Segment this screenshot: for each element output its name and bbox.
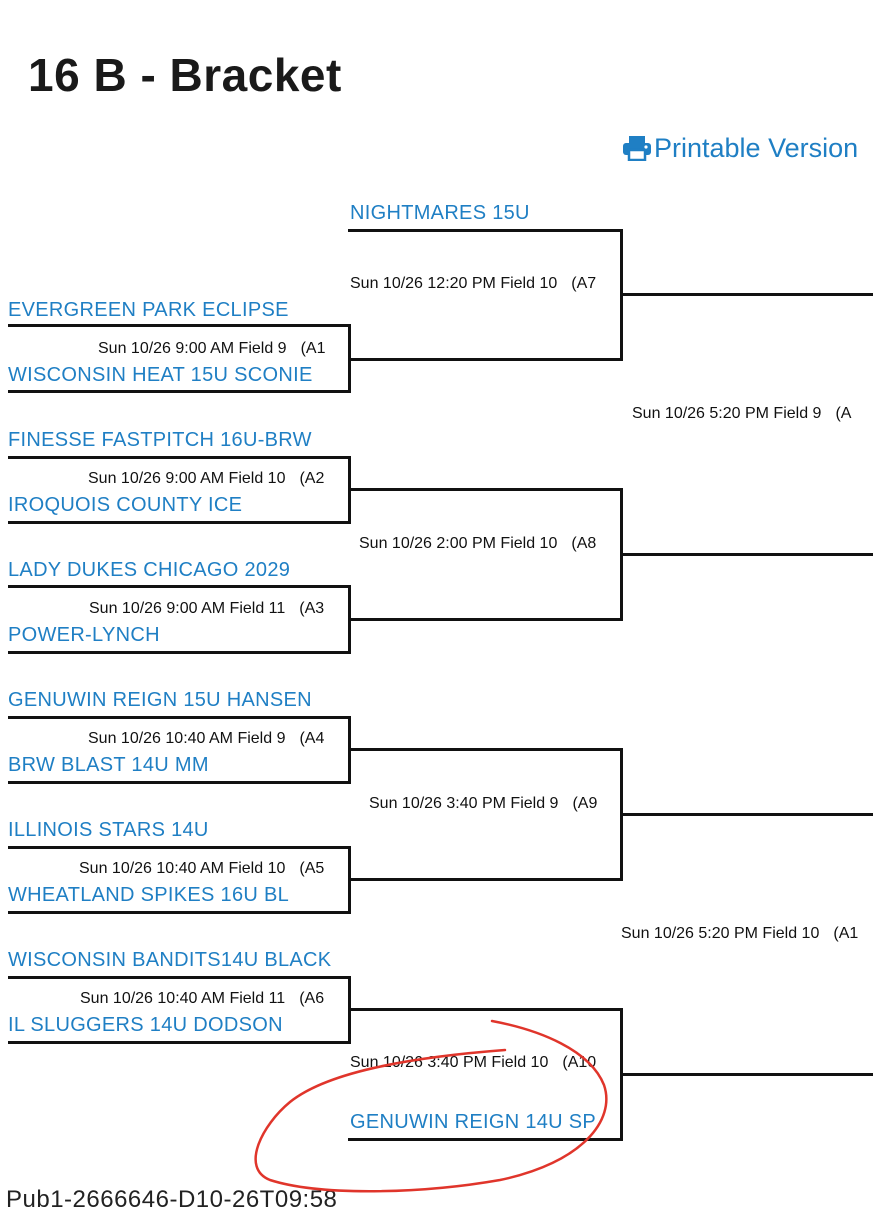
team-name[interactable]: ILLINOIS STARS 14U	[8, 819, 209, 841]
game-code: (A	[835, 405, 852, 422]
bracket-line	[8, 521, 351, 524]
game-info-a8: Sun 10/26 2:00 PM Field 10 (A8	[359, 534, 596, 554]
bracket-line	[348, 1008, 623, 1011]
bracket-line	[620, 1073, 873, 1076]
game-info-a2: Sun 10/26 9:00 AM Field 10 (A2	[88, 469, 324, 489]
bracket-line	[620, 553, 873, 556]
game-code: (A2	[299, 470, 325, 487]
game-time-field: Sun 10/26 2:00 PM Field 10	[359, 535, 558, 552]
team-name[interactable]: IL SLUGGERS 14U DODSON	[8, 1014, 283, 1036]
game-code: (A1	[833, 925, 859, 942]
game-code: (A8	[571, 535, 597, 552]
game-info-a10: Sun 10/26 3:40 PM Field 10 (A10	[350, 1053, 596, 1073]
game-time-field: Sun 10/26 9:00 AM Field 11	[89, 600, 286, 617]
publish-footer: Pub1-2666646-D10-26T09:58	[6, 1186, 338, 1213]
game-time-field: Sun 10/26 5:20 PM Field 10	[621, 925, 820, 942]
bracket-line	[8, 456, 351, 459]
bracket-line	[348, 229, 623, 232]
game-code: (A3	[299, 600, 325, 617]
game-time-field: Sun 10/26 3:40 PM Field 9	[369, 795, 559, 812]
bracket-line	[8, 585, 351, 588]
game-info-semifinal-1: Sun 10/26 5:20 PM Field 9 (A	[632, 404, 851, 424]
game-code: (A10	[562, 1054, 597, 1071]
team-name[interactable]: EVERGREEN PARK ECLIPSE	[8, 299, 289, 321]
bracket-line	[8, 846, 351, 849]
team-name[interactable]: WISCONSIN BANDITS14U BLACK	[8, 949, 332, 971]
bracket-line	[8, 324, 351, 327]
bracket-line	[348, 748, 623, 751]
bracket-line	[348, 358, 623, 361]
printer-icon	[623, 136, 651, 161]
game-time-field: Sun 10/26 10:40 AM Field 10	[79, 860, 286, 877]
bracket-line	[8, 911, 351, 914]
bracket-line	[8, 1041, 351, 1044]
game-time-field: Sun 10/26 10:40 AM Field 9	[88, 730, 286, 747]
game-time-field: Sun 10/26 9:00 AM Field 9	[98, 340, 287, 357]
game-code: (A7	[571, 275, 597, 292]
game-code: (A9	[572, 795, 598, 812]
printable-version-link[interactable]: Printable Version	[622, 131, 858, 165]
game-code: (A5	[299, 860, 325, 877]
team-name[interactable]: WISCONSIN HEAT 15U SCONIE	[8, 364, 313, 386]
team-name[interactable]: NIGHTMARES 15U	[350, 202, 530, 224]
team-name[interactable]: GENUWIN REIGN 14U SP	[350, 1111, 597, 1133]
game-time-field: Sun 10/26 10:40 AM Field 11	[80, 990, 286, 1007]
bracket-line	[8, 651, 351, 654]
page-title: 16 B - Bracket	[28, 49, 342, 101]
game-time-field: Sun 10/26 3:40 PM Field 10	[350, 1054, 549, 1071]
game-time-field: Sun 10/26 12:20 PM Field 10	[350, 275, 558, 292]
game-time-field: Sun 10/26 9:00 AM Field 10	[88, 470, 286, 487]
team-name[interactable]: FINESSE FASTPITCH 16U-BRW	[8, 429, 312, 451]
team-name[interactable]: BRW BLAST 14U MM	[8, 754, 209, 776]
game-code: (A4	[299, 730, 325, 747]
bracket-line	[8, 716, 351, 719]
printable-version-label: Printable Version	[654, 132, 859, 163]
team-name[interactable]: GENUWIN REIGN 15U HANSEN	[8, 689, 312, 711]
game-info-a6: Sun 10/26 10:40 AM Field 11 (A6	[80, 989, 324, 1009]
game-info-a4: Sun 10/26 10:40 AM Field 9 (A4	[88, 729, 324, 749]
bracket-line	[8, 781, 351, 784]
game-info-a9: Sun 10/26 3:40 PM Field 9 (A9	[369, 794, 597, 814]
team-name[interactable]: POWER-LYNCH	[8, 624, 160, 646]
game-code: (A6	[299, 990, 325, 1007]
game-info-a1: Sun 10/26 9:00 AM Field 9 (A1	[98, 339, 325, 359]
game-info-a5: Sun 10/26 10:40 AM Field 10 (A5	[79, 859, 324, 879]
team-name[interactable]: IROQUOIS COUNTY ICE	[8, 494, 243, 516]
bracket-line	[348, 878, 623, 881]
team-name[interactable]: LADY DUKES CHICAGO 2029	[8, 559, 291, 581]
bracket-line	[620, 813, 873, 816]
game-info-a7: Sun 10/26 12:20 PM Field 10 (A7	[350, 274, 596, 294]
bracket-line	[348, 488, 623, 491]
bracket-line	[8, 390, 351, 393]
game-time-field: Sun 10/26 5:20 PM Field 9	[632, 405, 822, 422]
bracket-line	[620, 293, 873, 296]
game-info-a3: Sun 10/26 9:00 AM Field 11 (A3	[89, 599, 324, 619]
bracket-line	[8, 976, 351, 979]
team-name[interactable]: WHEATLAND SPIKES 16U BL	[8, 884, 290, 906]
game-code: (A1	[300, 340, 326, 357]
bracket-line	[348, 618, 623, 621]
game-info-semifinal-2: Sun 10/26 5:20 PM Field 10 (A1	[621, 924, 858, 944]
bracket-line	[348, 1138, 623, 1141]
